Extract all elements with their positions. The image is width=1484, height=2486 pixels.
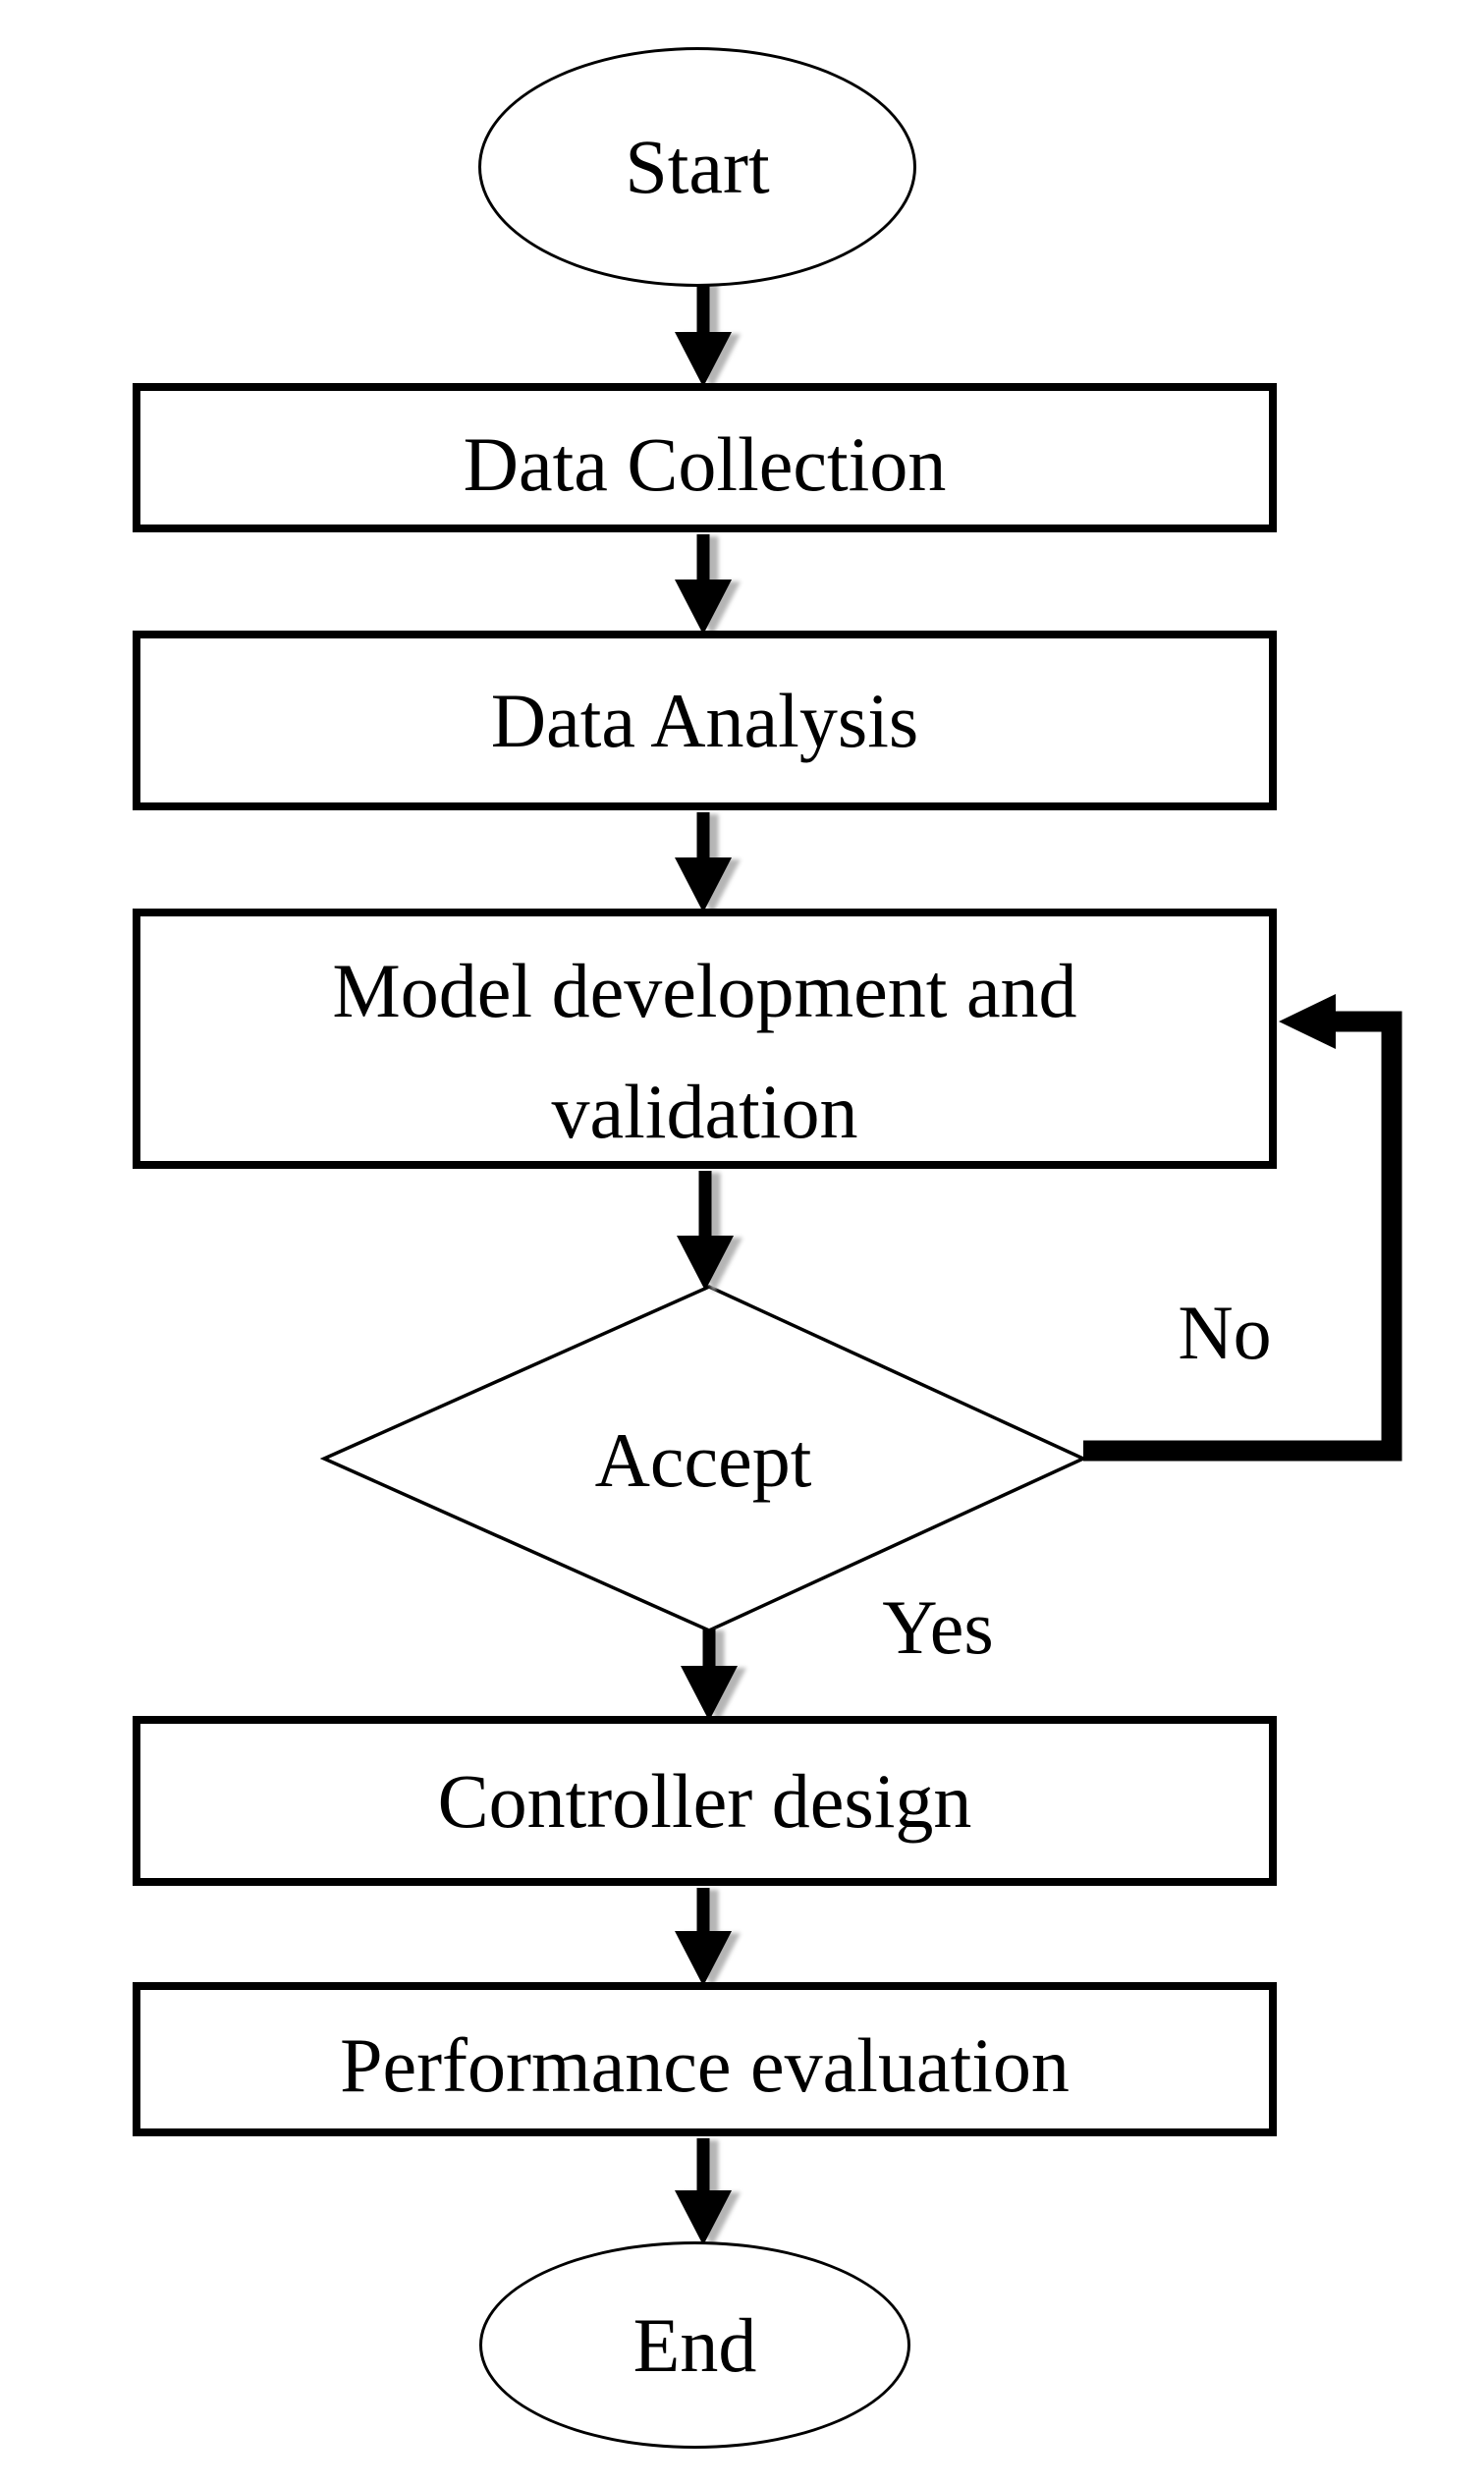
node-performance-evaluation: Performance evaluation (133, 1982, 1277, 2136)
arrow-performance-evaluation-to-end (675, 2138, 732, 2245)
node-end-label: End (632, 2301, 757, 2388)
arrow-controller-design-to-performance-evaluation (675, 1888, 732, 1986)
arrow-start-to-data-collection (675, 283, 732, 387)
edge-label-no: No (1178, 1290, 1272, 1375)
node-data-analysis: Data Analysis (133, 631, 1277, 810)
arrow-data-analysis-to-model-development (675, 812, 732, 912)
arrowhead-icon (675, 857, 732, 912)
node-controller-design: Controller design (133, 1716, 1277, 1886)
arrowhead-icon (675, 1931, 732, 1986)
arrow-data-collection-to-data-analysis (675, 534, 732, 635)
node-controller-design-label: Controller design (437, 1757, 972, 1844)
node-start-label: Start (625, 124, 770, 209)
arrow-accept-yes-to-controller-design (681, 1629, 738, 1721)
node-start-terminator: Start (478, 47, 916, 287)
arrowhead-icon (675, 2190, 732, 2245)
arrow-accept-no-feedback-loop (1083, 994, 1402, 1462)
node-accept-decision-label: Accept (594, 1417, 812, 1503)
arrowhead-icon (1279, 994, 1336, 1049)
node-model-development: Model development and validation (133, 909, 1277, 1169)
node-performance-evaluation-label: Performance evaluation (340, 2021, 1070, 2108)
arrow-model-development-to-accept (677, 1171, 734, 1291)
node-data-analysis-label: Data Analysis (490, 677, 919, 763)
arrowhead-icon (681, 1666, 738, 1721)
node-data-collection-label: Data Collection (463, 421, 947, 507)
node-model-development-label: Model development and validation (332, 948, 1077, 1154)
node-data-collection: Data Collection (133, 383, 1277, 532)
edge-label-yes: Yes (882, 1584, 994, 1670)
arrowhead-icon (675, 580, 732, 635)
node-end-terminator: End (479, 2241, 910, 2449)
arrowhead-icon (677, 1236, 734, 1291)
arrowhead-icon (675, 332, 732, 387)
